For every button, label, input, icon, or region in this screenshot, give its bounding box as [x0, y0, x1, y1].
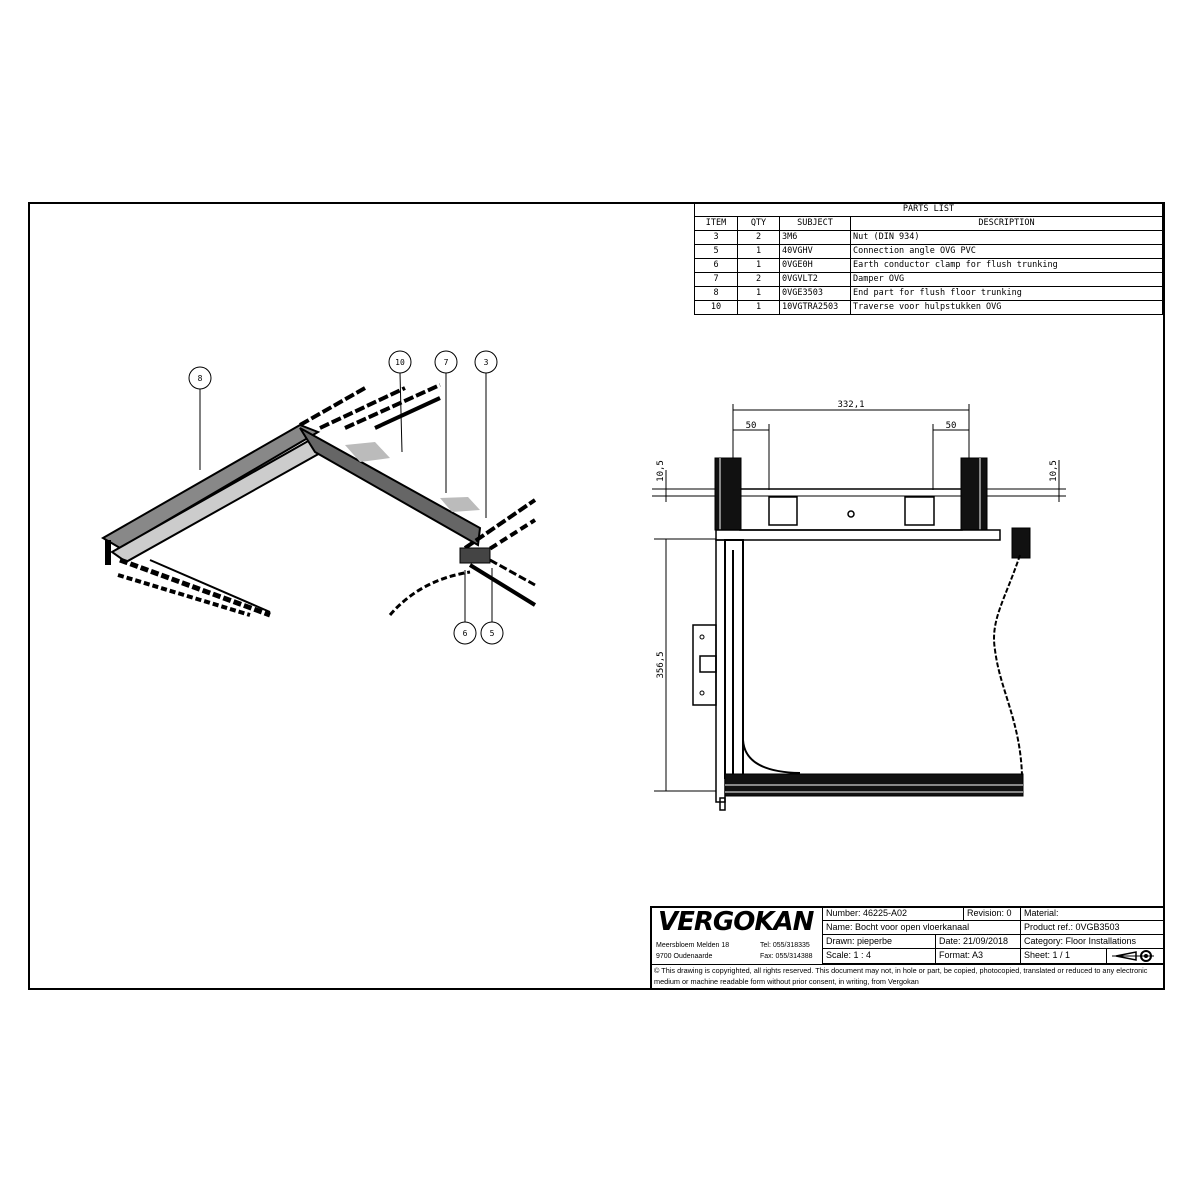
- qty-cell: 1: [737, 300, 780, 315]
- fax: Fax: 055/314388: [760, 953, 813, 960]
- sheet: Sheet: 1 / 1: [1020, 949, 1106, 964]
- revision: Revision: 0: [963, 907, 1020, 921]
- product-ref: Product ref.: 0VGB3503: [1020, 921, 1163, 935]
- callout-balloons: 8 10 7 3 6 5: [188, 350, 504, 645]
- callout-number: 3: [484, 358, 489, 367]
- callout-number: 5: [490, 629, 495, 638]
- sheet-border: [28, 202, 1165, 990]
- copyright-divider: [650, 964, 1163, 965]
- drawing-name: Name: Bocht voor open vloerkanaal: [822, 921, 1020, 935]
- callout-10: 10: [388, 350, 412, 453]
- callout-number: 6: [463, 629, 468, 638]
- address-line-2: 9700 Oudenaarde: [656, 953, 713, 960]
- address-line-1: Meersbloem Melden 18: [656, 942, 730, 949]
- callout-number: 10: [395, 358, 405, 367]
- dimension-edge-left: 10,5: [656, 460, 666, 482]
- format: Format: A3: [935, 949, 1020, 964]
- item-cell: 10: [694, 300, 738, 315]
- parts-list-table: PARTS LIST ITEM QTY SUBJECT DESCRIPTION …: [694, 202, 1163, 315]
- projection-symbol-icon: [1106, 949, 1163, 964]
- callout-number: 7: [444, 358, 449, 367]
- title-block: [650, 906, 1163, 989]
- telephone: Tel: 055/318335: [760, 942, 810, 949]
- material: Material:: [1020, 907, 1163, 921]
- dimension-offset-left: 50: [746, 421, 757, 431]
- top-view: [652, 404, 1066, 811]
- callout-3: 3: [474, 350, 498, 518]
- callout-5: 5: [480, 568, 504, 645]
- dimension-labels: 332,1 50 50 10,5 10,5 356,5: [656, 400, 1059, 679]
- vergokan-logo: VERGOKAN: [658, 907, 814, 937]
- callout-7: 7: [434, 350, 458, 493]
- dimension-height: 356,5: [656, 651, 666, 678]
- dimension-offset-right: 50: [946, 421, 957, 431]
- date: Date: 21/09/2018: [935, 935, 1020, 949]
- drawn-by: Drawn: pieperbe: [822, 935, 935, 949]
- callout-8: 8: [188, 366, 212, 470]
- scale: Scale: 1 : 4: [822, 949, 935, 964]
- dimension-edge-right: 10,5: [1049, 460, 1059, 482]
- category: Category: Floor Installations: [1020, 935, 1163, 949]
- callout-6: 6: [453, 570, 477, 645]
- drawing-number: Number: 46225-A02: [822, 907, 963, 921]
- dimension-width: 332,1: [837, 400, 864, 410]
- isometric-view: [101, 383, 537, 618]
- callout-number: 8: [198, 374, 203, 383]
- description-cell: Traverse voor hulpstukken OVG: [850, 300, 1163, 315]
- copyright-notice: © This drawing is copyrighted, all right…: [654, 966, 1148, 986]
